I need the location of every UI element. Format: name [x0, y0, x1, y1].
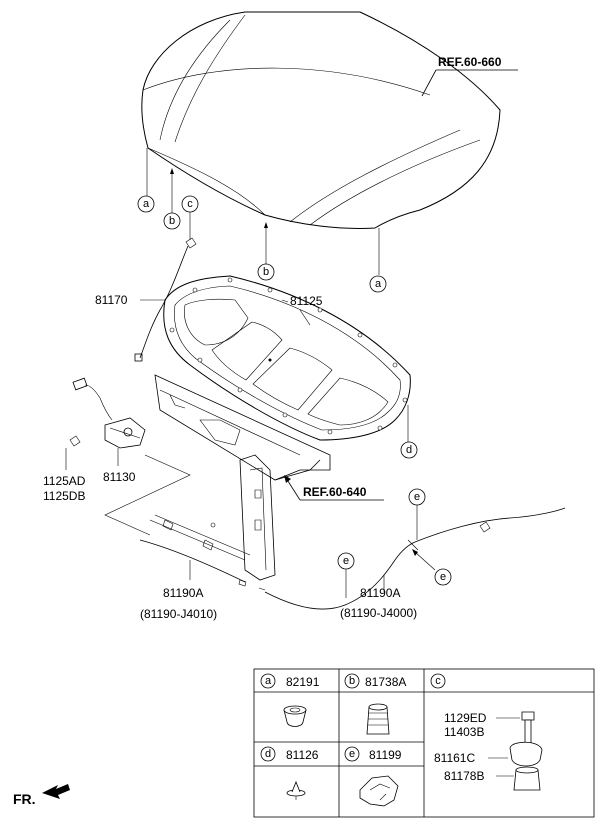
svg-text:REF.60-660: REF.60-660: [438, 55, 502, 69]
callout-hood-a1: a: [137, 148, 155, 213]
svg-text:e: e: [414, 491, 420, 503]
svg-text:REF.60-640: REF.60-640: [303, 485, 367, 499]
hood-stay-rod: 81170: [95, 237, 197, 362]
svg-text:c: c: [187, 198, 193, 210]
c-part-11403b: 11403B: [444, 725, 484, 739]
cable-right-label: 81190A: [360, 586, 400, 600]
front-direction-indicator: FR.: [13, 784, 70, 807]
callout-hood-a2: a: [369, 228, 387, 293]
callout-cable-e2: e: [337, 552, 355, 598]
svg-text:b: b: [169, 215, 175, 227]
hood-latch: 81130 1125AD 1125DB: [43, 377, 191, 536]
callout-cable-e3: e: [412, 549, 452, 586]
legend-cell-d: d 81126: [260, 746, 319, 762]
bolt-bushing-assembly-icon: 1129ED 11403B 81161C 81178B: [434, 711, 543, 791]
svg-text:d: d: [265, 748, 271, 760]
callout-hood-c: c: [181, 195, 199, 240]
radiator-support-panel: [149, 374, 331, 581]
svg-text:e: e: [440, 571, 446, 583]
callout-cable-e1: e: [408, 488, 426, 540]
svg-text:81738A: 81738A: [365, 675, 406, 689]
ref-hood-label: REF.60-660: [421, 55, 518, 97]
c-part-1129ed: 1129ED: [444, 711, 487, 725]
front-arrow-icon: [42, 784, 70, 799]
svg-text:c: c: [435, 675, 441, 687]
latch-label: 81130: [103, 470, 136, 484]
clip-81199-icon: [359, 775, 399, 807]
ref-panel-label: REF.60-640: [284, 475, 384, 501]
legend-cell-a: a 82191: [260, 673, 320, 689]
cable-left-alt-label: (81190-J4010): [140, 607, 217, 621]
hood-panel: [141, 11, 501, 229]
bumper-82191-icon: [283, 705, 307, 727]
legend-cell-b: b 81738A: [344, 673, 406, 689]
callout-insulator-d: d: [400, 405, 418, 459]
svg-text:a: a: [265, 675, 272, 687]
bolt-label-2: 1125DB: [43, 489, 85, 503]
svg-text:81199: 81199: [369, 748, 402, 762]
release-cable-left: 81190A (81190-J4010): [139, 539, 247, 621]
bumper-81738a-icon: [366, 703, 390, 735]
svg-text:b: b: [349, 675, 355, 687]
cable-right-alt-label: (81190-J4000): [340, 606, 417, 620]
c-part-81161c: 81161C: [434, 751, 475, 765]
svg-text:b: b: [263, 266, 269, 278]
bolt-label-1: 1125AD: [43, 474, 86, 488]
svg-text:a: a: [143, 198, 150, 210]
callout-hood-b1: b: [163, 168, 181, 230]
release-cable-right: 81190A (81190-J4000): [258, 507, 566, 620]
clip-81126-icon: [286, 780, 306, 800]
svg-text:FR.: FR.: [13, 791, 36, 807]
svg-text:e: e: [343, 555, 349, 567]
insulator-label: 81125: [290, 294, 323, 308]
svg-text:82191: 82191: [286, 675, 320, 689]
c-part-81178b: 81178B: [444, 769, 484, 783]
svg-text:e: e: [349, 748, 355, 760]
parts-legend-table: a 82191 b 81738A c d 81126 e 81199: [253, 668, 595, 818]
svg-text:a: a: [375, 278, 382, 290]
cable-left-label: 81190A: [163, 586, 203, 600]
stay-rod-label: 81170: [95, 293, 128, 307]
hood-insulator: 81125: [163, 275, 411, 441]
svg-text:d: d: [406, 444, 412, 456]
legend-cell-e: e 81199: [344, 746, 402, 762]
legend-cell-c: c: [430, 673, 446, 689]
callout-hood-b2: b: [257, 222, 275, 281]
svg-text:81126: 81126: [286, 748, 319, 762]
